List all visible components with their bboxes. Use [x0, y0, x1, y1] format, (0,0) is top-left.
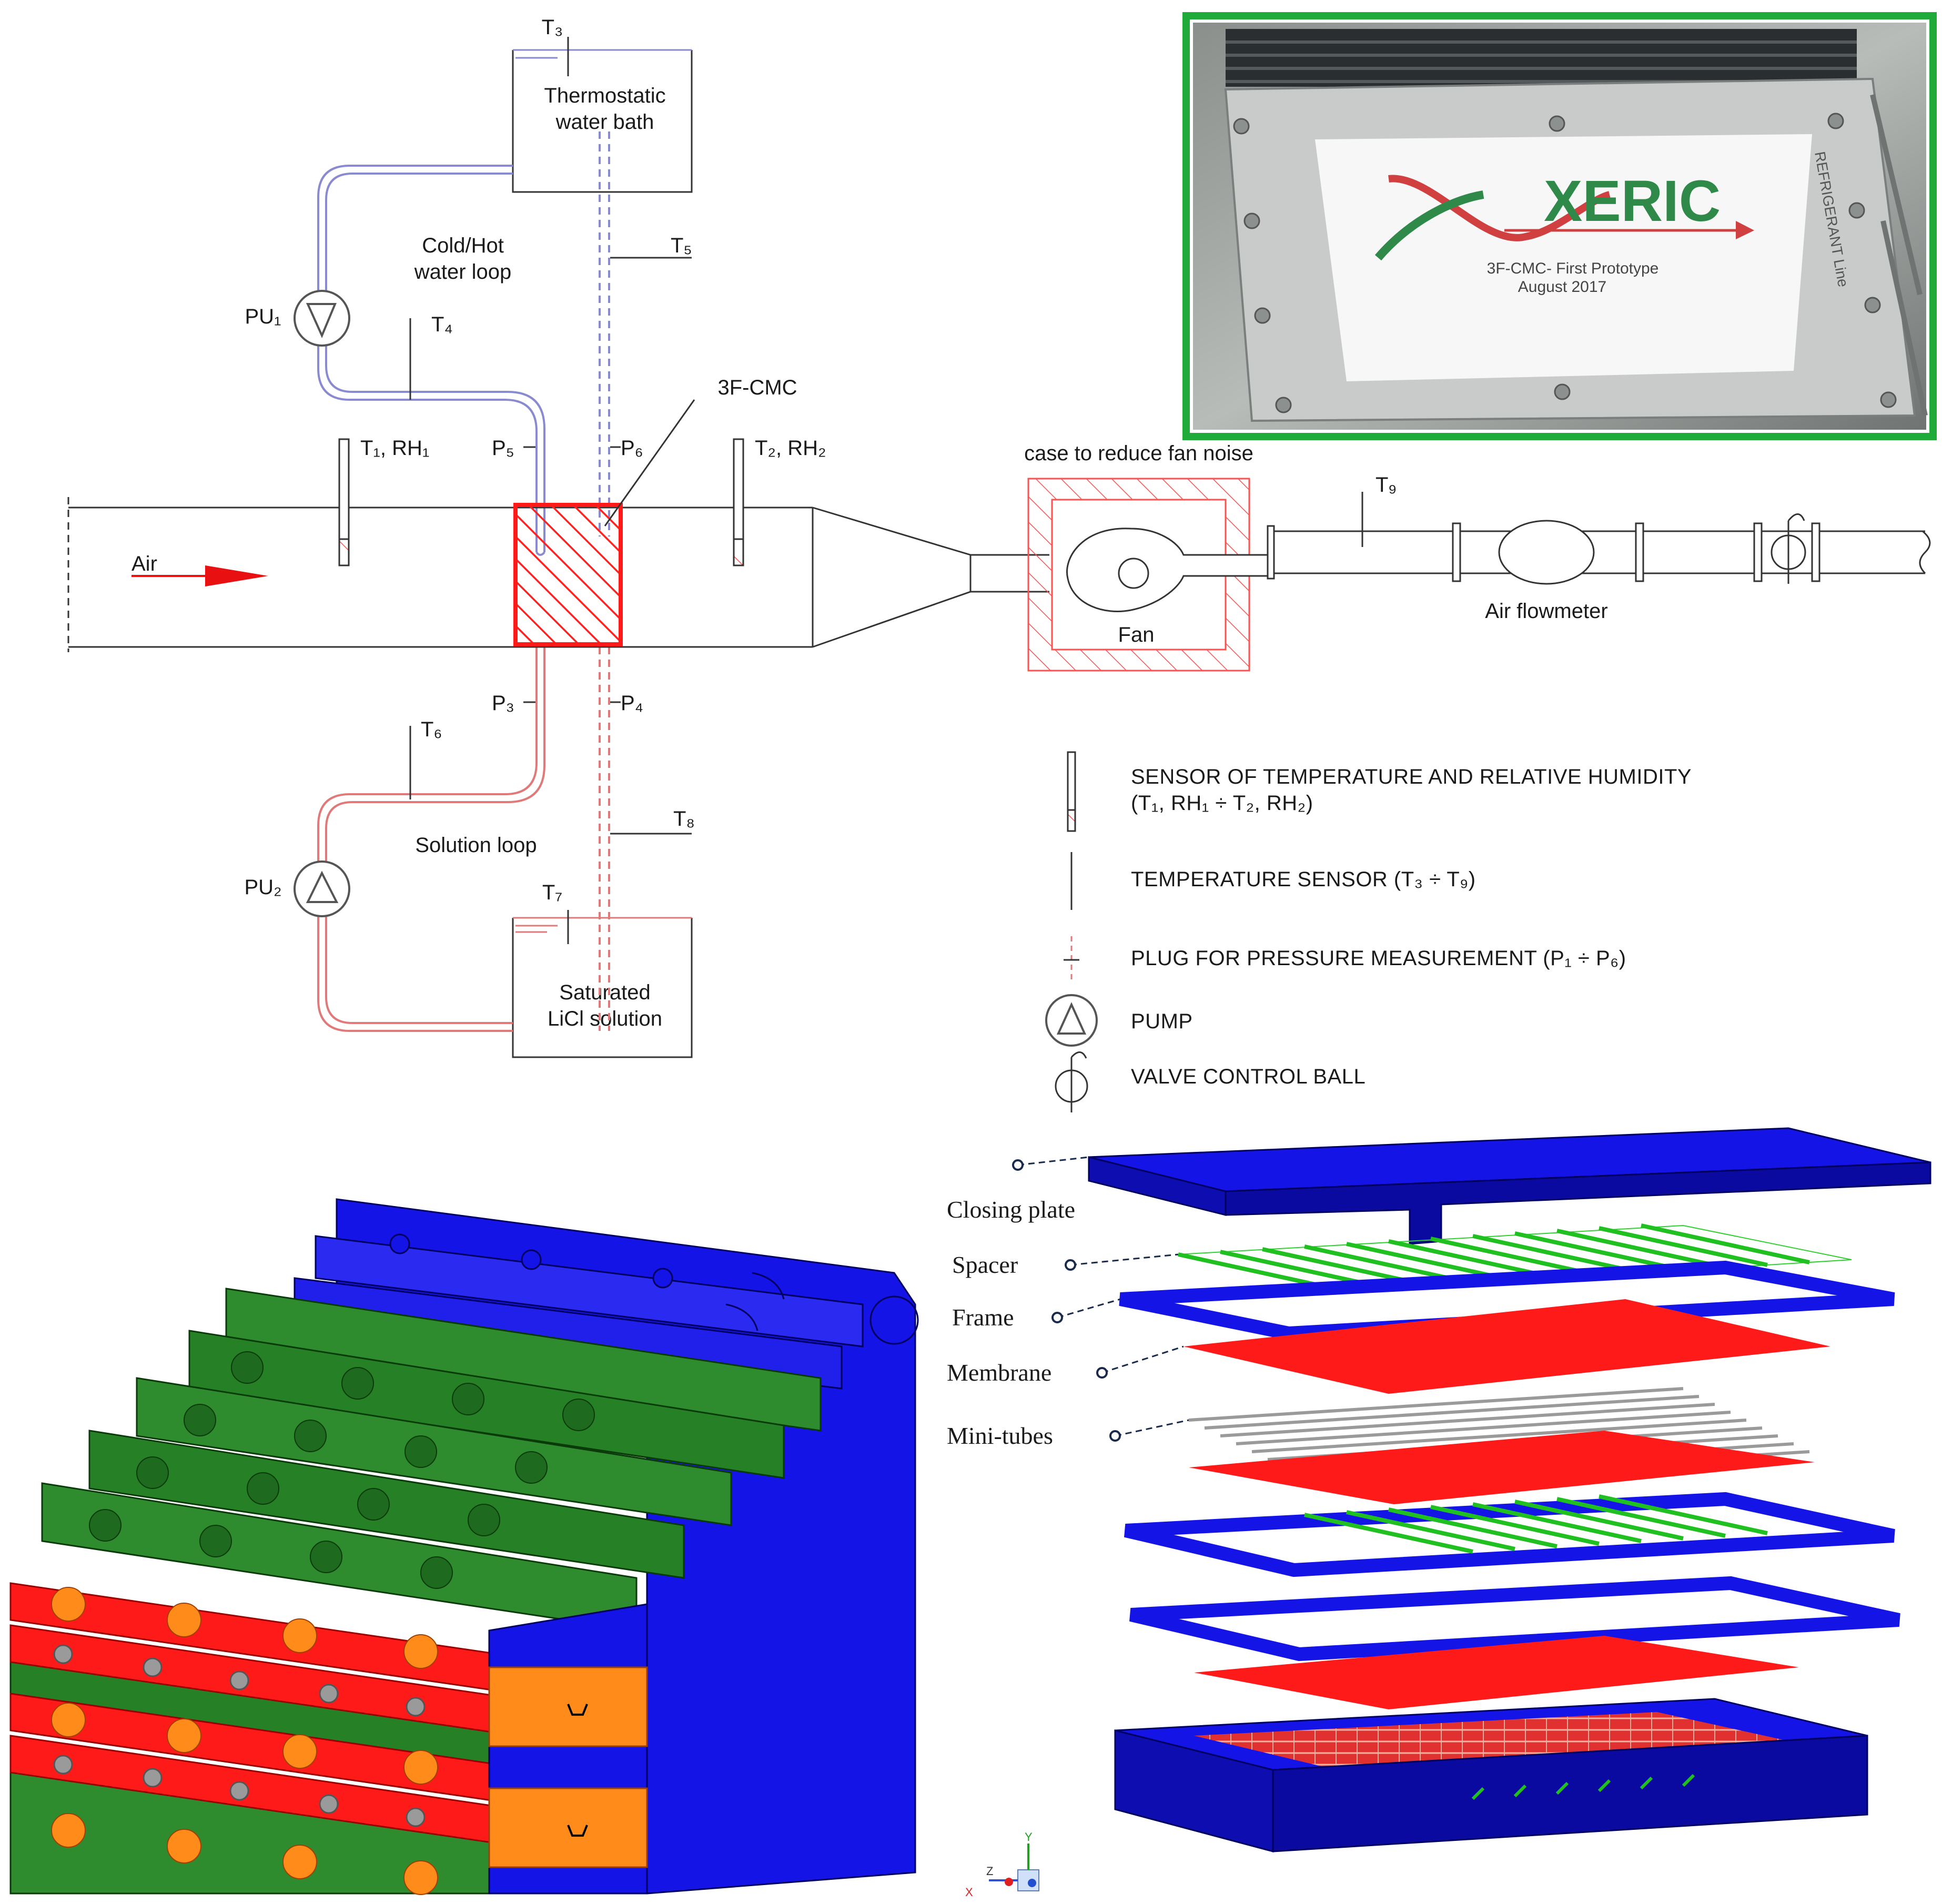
legend-item-4-line1: PUMP	[1131, 1010, 1193, 1033]
label-mini-tubes: Mini-tubes	[947, 1422, 1053, 1449]
base-plate	[1114, 1698, 1868, 1852]
photo-caption-line1: 3F-CMC- First Prototype	[1487, 260, 1659, 277]
plug-p6-label: P₆	[621, 437, 643, 460]
legend-item-2-line1: TEMPERATURE SENSOR (T₃ ÷ T₉)	[1131, 868, 1476, 891]
photo-caption-line2: August 2017	[1518, 278, 1606, 296]
water-loop-line1: Cold/Hot	[422, 234, 504, 257]
sensor-t9-label: T₉	[1375, 473, 1397, 497]
pump2-label: PU₂	[244, 876, 281, 899]
air-flowmeter: Air flowmeter	[1485, 520, 1608, 623]
axis-z-label: Z	[986, 1865, 993, 1878]
legend-item-temp-humidity: SENSOR OF TEMPERATURE AND RELATIVE HUMID…	[1067, 751, 1692, 832]
thermostatic-water-bath: Thermostatic water bath T₃	[512, 16, 693, 193]
membrane-layer-3	[1194, 1636, 1799, 1709]
solution-loop	[317, 647, 610, 1032]
xeric-logo: XERIC	[1374, 169, 1754, 261]
sensor-t2-rh2: T₂, RH₂	[733, 437, 826, 566]
membrane-layer-1	[1184, 1299, 1830, 1394]
exploded-view: Closing plate Spacer Frame Membrane Mini…	[947, 1127, 1931, 1852]
licl-solution-bath: Saturated LiCl solution T₇	[512, 881, 693, 1058]
module-label: 3F-CMC	[717, 376, 797, 399]
membrane-layer-2	[1189, 1431, 1815, 1504]
label-closing-plate: Closing plate	[947, 1196, 1075, 1223]
schematic-diagram: Thermostatic water bath T₃ Saturated LiC…	[67, 16, 1931, 1058]
legend-item-1-line2: (T₁, RH₁ ÷ T₂, RH₂)	[1131, 792, 1313, 815]
valve-icon	[1055, 1051, 1088, 1112]
air-label: Air	[132, 552, 157, 575]
orange-tube-ends	[51, 1587, 438, 1895]
sensor-t4-label: T₄	[431, 313, 453, 336]
legend: SENSOR OF TEMPERATURE AND RELATIVE HUMID…	[1045, 751, 1692, 1112]
sensor-t1-rh1: T₁, RH₁	[338, 437, 429, 566]
legend-item-5-line1: VALVE CONTROL BALL	[1131, 1065, 1366, 1088]
legend-item-pump: PUMP	[1045, 994, 1193, 1047]
logo-text: XERIC	[1544, 169, 1721, 234]
sensor-t1-label: T₁, RH₁	[360, 437, 429, 460]
cold-hot-water-loop	[317, 131, 610, 556]
sensor-t2-label: T₂, RH₂	[755, 437, 826, 460]
bath-top-line1: Thermostatic	[544, 84, 665, 107]
air-duct	[67, 497, 1049, 652]
plug-p3-label: P₃	[492, 692, 514, 715]
legend-item-pressure-plug: PLUG FOR PRESSURE MEASUREMENT (P₁ ÷ P₆)	[1064, 936, 1626, 984]
sensor-t3-label: T₃	[542, 16, 563, 39]
pump-icon	[1045, 994, 1098, 1047]
sensor-t7-label: T₇	[542, 881, 562, 904]
stack-3d-model	[9, 1198, 919, 1895]
legend-item-3-line1: PLUG FOR PRESSURE MEASUREMENT (P₁ ÷ P₆)	[1131, 947, 1626, 970]
orange-headers	[488, 1666, 648, 1868]
plug-p4-label: P₄	[621, 692, 643, 715]
fan: Fan	[1066, 528, 1269, 646]
3f-cmc-module: 3F-CMC	[513, 376, 797, 646]
frame-layer-2	[1124, 1492, 1895, 1577]
closing-plate	[1088, 1127, 1931, 1245]
frame-layer	[1119, 1260, 1895, 1341]
pressure-plug-icon	[1064, 936, 1079, 984]
valve-control-ball	[1753, 513, 1820, 584]
legend-item-valve: VALVE CONTROL BALL	[1055, 1051, 1366, 1112]
bath-top-line2: water bath	[555, 110, 654, 134]
label-frame: Frame	[952, 1304, 1014, 1331]
pump-pu2: PU₂	[244, 860, 350, 917]
pump1-label: PU₁	[245, 305, 281, 328]
water-loop-line2: water loop	[414, 260, 512, 283]
bath-bottom-line1: Saturated	[559, 981, 650, 1004]
bath-bottom-line2: LiCl solution	[548, 1007, 662, 1030]
air-inlet-arrow: Air	[132, 552, 268, 586]
axis-x-label: X	[965, 1886, 973, 1899]
axis-y-label: Y	[1025, 1830, 1033, 1844]
outlet-pipe	[1267, 522, 1931, 582]
flowmeter-label: Air flowmeter	[1485, 600, 1607, 623]
sensor-t6-label: T₆	[421, 718, 442, 741]
sensor-t5-label: T₅	[671, 234, 692, 257]
frame-layer-3	[1129, 1576, 1900, 1662]
solution-loop-label: Solution loop	[415, 834, 537, 857]
label-membrane: Membrane	[947, 1359, 1051, 1386]
fan-case-label: case to reduce fan noise	[1024, 442, 1253, 465]
legend-item-1-line1: SENSOR OF TEMPERATURE AND RELATIVE HUMID…	[1131, 765, 1692, 788]
prototype-photo: XERIC 3F-CMC- First Prototype August 201…	[1182, 12, 1937, 440]
plug-p5-label: P₅	[492, 437, 514, 460]
pump-pu1: PU₁	[245, 290, 350, 347]
label-spacer: Spacer	[952, 1251, 1018, 1278]
axis-triad-icon: Y Z X	[965, 1830, 1039, 1899]
fan-label: Fan	[1118, 623, 1155, 646]
legend-item-temperature-sensor: TEMPERATURE SENSOR (T₃ ÷ T₉)	[1070, 852, 1476, 910]
sensor-t8-label: T₈	[673, 807, 695, 831]
